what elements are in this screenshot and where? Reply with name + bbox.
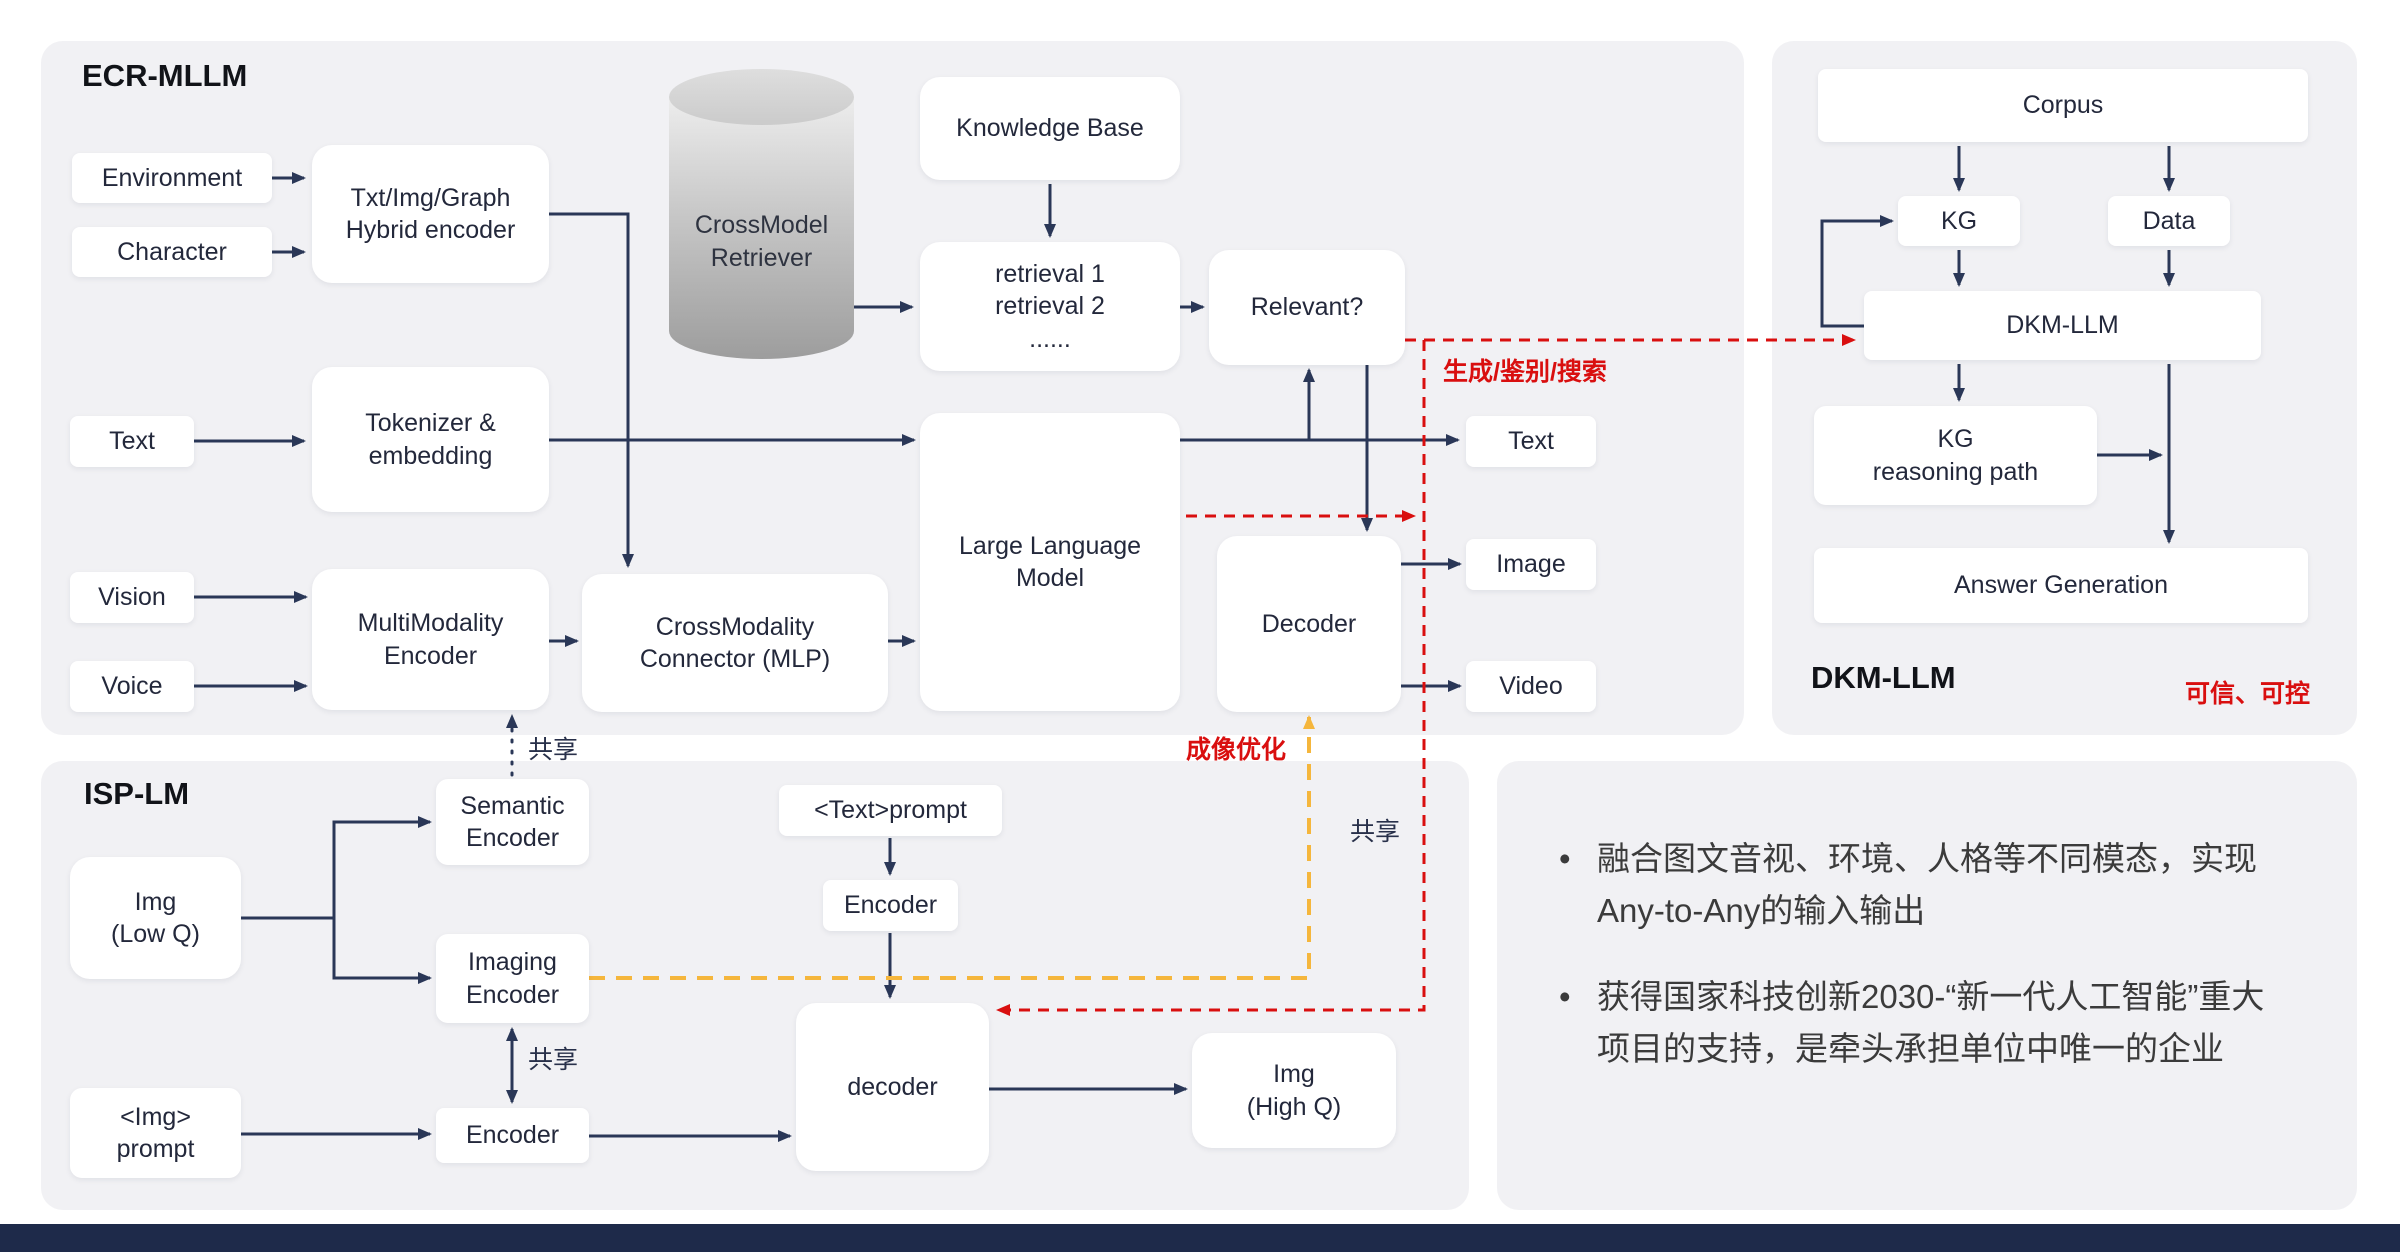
dkm-llm-title: DKM-LLM (1811, 660, 1956, 695)
box-voice: Voice (70, 661, 194, 712)
box-corpus: Corpus (1818, 69, 2308, 142)
label-trustworthy-controllable: 可信、可控 (2185, 680, 2311, 708)
bottom-bar (0, 1224, 2400, 1252)
box-decoder: Decoder (1217, 536, 1401, 712)
crossmodel-retriever-label: CrossModel Retriever (694, 211, 829, 272)
box-knowledge-base: Knowledge Base (920, 77, 1180, 180)
dkm-llm-panel (1772, 41, 2357, 735)
notes-list: 融合图文音视、环境、人格等不同模态，实现Any-to-Any的输入输出 获得国家… (1497, 761, 2357, 1076)
box-tokenizer: Tokenizer & embedding (312, 367, 549, 512)
box-output-video: Video (1466, 661, 1596, 712)
crossmodel-retriever-cylinder: CrossModel Retriever (669, 69, 854, 359)
box-retrieval-list: retrieval 1 retrieval 2 ...... (920, 242, 1180, 371)
label-imaging-optimization: 成像优化 (1186, 736, 1287, 764)
note-item-project: 获得国家科技创新2030-“新一代人工智能”重大项目的支持，是牵头承担单位中唯一… (1553, 971, 2293, 1075)
box-decoder-isp: decoder (796, 1003, 989, 1171)
box-encoder-text: Encoder (823, 880, 958, 931)
box-img-prompt: <Img> prompt (70, 1088, 241, 1178)
box-answer-generation: Answer Generation (1814, 548, 2308, 623)
isp-lm-title: ISP-LM (84, 776, 190, 811)
box-img-high: Img (High Q) (1192, 1033, 1396, 1148)
box-mm-encoder: MultiModality Encoder (312, 569, 549, 710)
cylinder-body (669, 97, 854, 359)
notes-panel: 融合图文音视、环境、人格等不同模态，实现Any-to-Any的输入输出 获得国家… (1497, 761, 2357, 1210)
ecr-mllm-title: ECR-MLLM (82, 58, 248, 93)
ecr-mllm-panel (41, 41, 1744, 735)
box-text-input: Text (70, 416, 194, 467)
note-item-modalities: 融合图文音视、环境、人格等不同模态，实现Any-to-Any的输入输出 (1553, 833, 2293, 937)
box-cm-connector: CrossModality Connector (MLP) (582, 574, 888, 712)
label-generate-discriminate-search: 生成/鉴别/搜索 (1443, 358, 1607, 386)
box-relevant: Relevant? (1209, 250, 1405, 365)
box-environment: Environment (72, 153, 272, 203)
box-img-low: Img (Low Q) (70, 857, 241, 979)
box-output-text: Text (1466, 416, 1596, 467)
box-text-prompt: <Text>prompt (779, 785, 1002, 836)
box-kg: KG (1898, 196, 2020, 246)
box-character: Character (72, 227, 272, 277)
box-encoder-img: Encoder (436, 1108, 589, 1163)
box-dkm-llm: DKM-LLM (1864, 291, 2261, 360)
box-data: Data (2108, 196, 2230, 246)
box-imaging-encoder: Imaging Encoder (436, 934, 589, 1023)
box-kg-reasoning: KG reasoning path (1814, 406, 2097, 505)
label-share-right: 共享 (1350, 818, 1401, 846)
box-output-image: Image (1466, 539, 1596, 590)
box-llm: Large Language Model (920, 413, 1180, 711)
cylinder-top (669, 69, 854, 125)
label-share-isp: 共享 (528, 1046, 579, 1074)
label-share-top: 共享 (528, 736, 579, 764)
box-semantic-encoder: Semantic Encoder (436, 779, 589, 865)
box-vision: Vision (70, 572, 194, 623)
box-hybrid-encoder: Txt/Img/Graph Hybrid encoder (312, 145, 549, 283)
